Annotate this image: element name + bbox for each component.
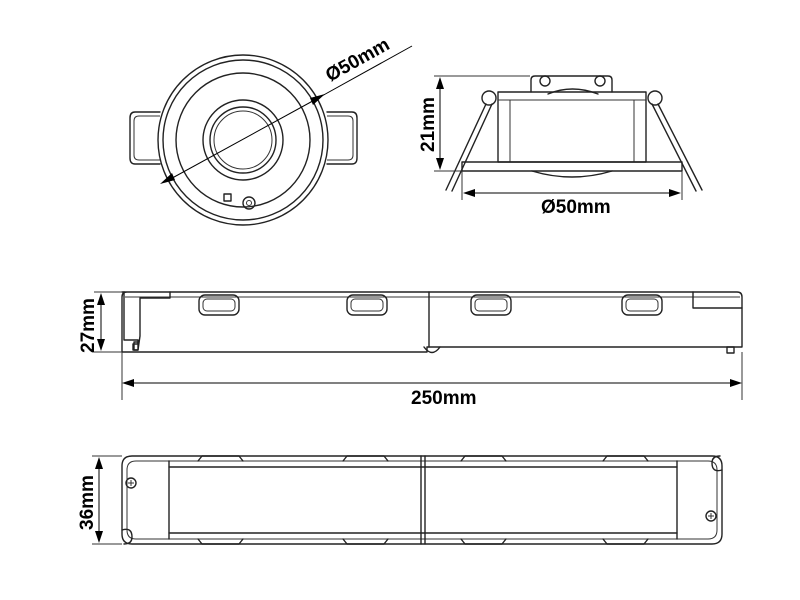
left-mounting-clip	[129, 111, 161, 165]
mounting-notch	[121, 528, 133, 545]
driver-top-view: 36mm	[77, 455, 723, 545]
vent-slot	[621, 294, 663, 316]
adjuster-knob	[242, 196, 256, 210]
inner-ring	[175, 72, 311, 208]
right-mounting-clip	[326, 111, 358, 165]
vent-slot	[470, 294, 512, 316]
sensor-side-view: 21mm Ø50mm	[418, 75, 703, 218]
left-end-cap	[123, 291, 171, 351]
sensor-front-view: Ø50mm	[129, 34, 413, 226]
screw-icon	[705, 510, 717, 522]
lens-housing	[202, 99, 284, 181]
sensor-housing	[497, 91, 647, 163]
lens	[209, 106, 277, 174]
mounting-notch	[711, 455, 723, 472]
left-spring	[445, 103, 487, 191]
sensor-flange	[461, 161, 683, 172]
side-height-label: 21mm	[418, 97, 439, 152]
indicator-square	[223, 193, 232, 202]
screw-icon	[125, 477, 137, 489]
diameter-dimension-line	[164, 96, 321, 183]
driver-top-outline	[121, 455, 723, 545]
connector-block	[530, 75, 613, 93]
driver-body-outline	[121, 291, 743, 353]
front-diameter-label: Ø50mm	[322, 34, 393, 86]
driver-side-view: 27mm 250mm	[78, 291, 743, 409]
right-spring	[657, 103, 703, 191]
side-width-label: Ø50mm	[541, 197, 611, 218]
driver-width-label: 36mm	[77, 475, 98, 530]
right-end-cap	[692, 291, 743, 309]
vent-slot	[346, 294, 388, 316]
outer-flange	[157, 54, 329, 226]
vent-slot	[198, 294, 240, 316]
driver-height-label: 27mm	[78, 298, 99, 353]
driver-length-label: 250mm	[411, 388, 477, 409]
